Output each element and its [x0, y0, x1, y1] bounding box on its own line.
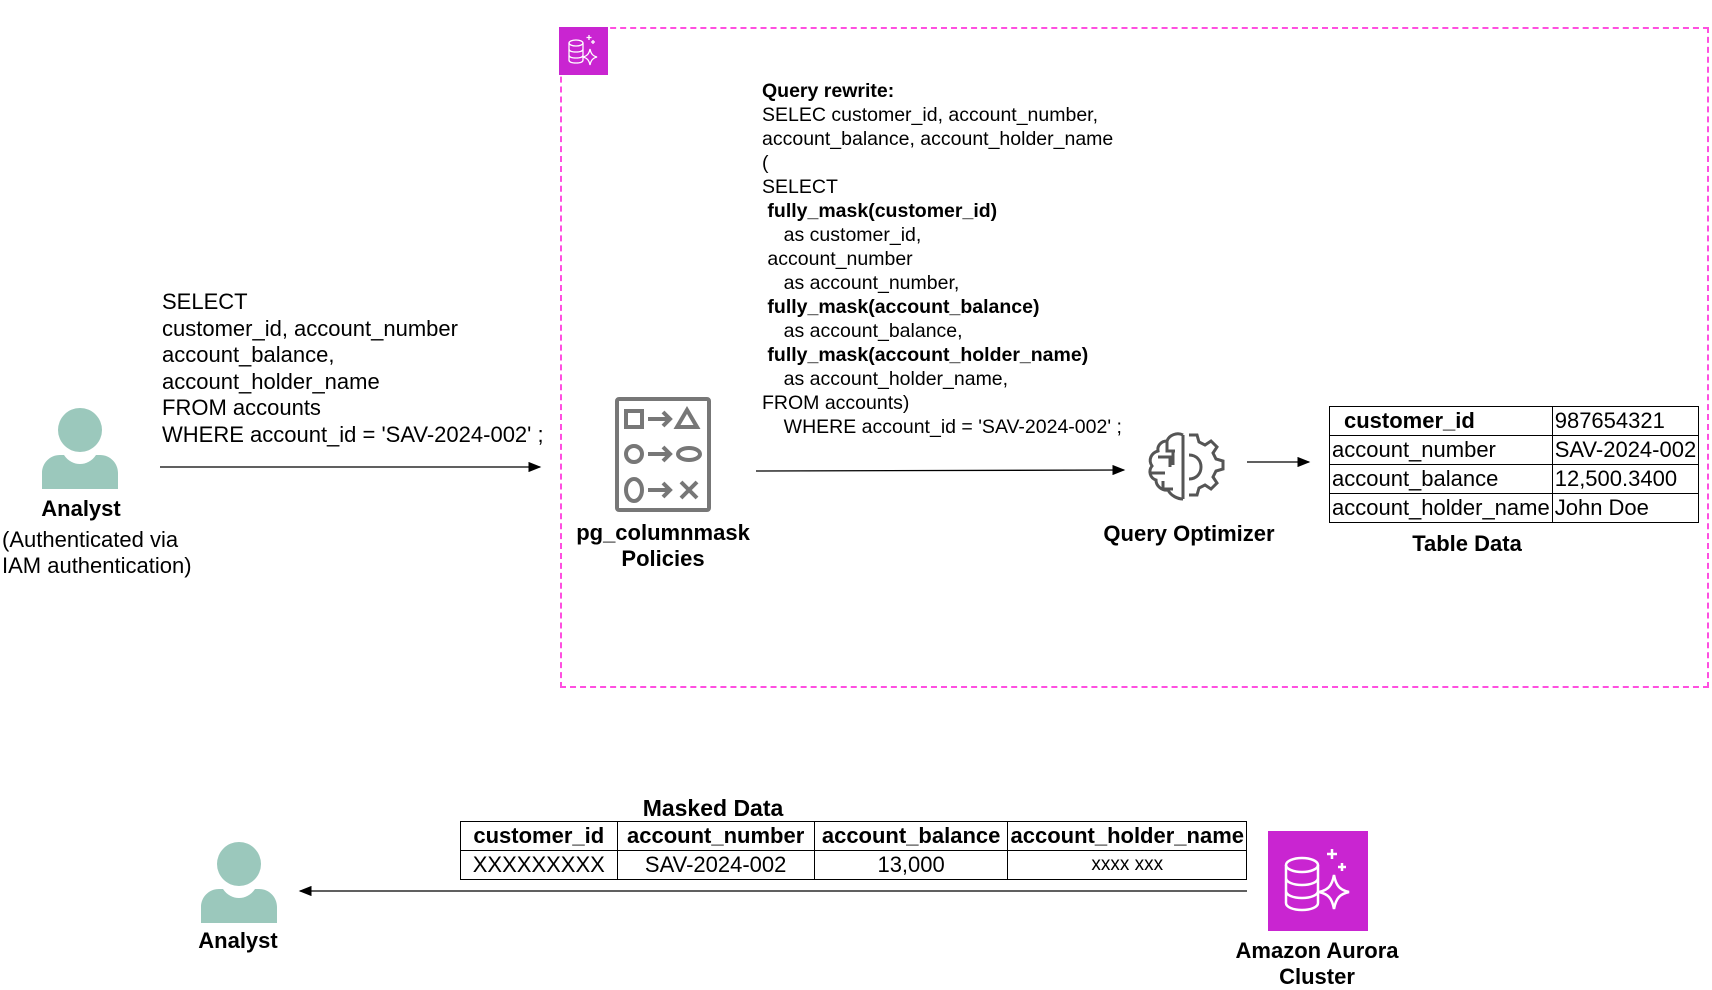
brain-gear-icon [1143, 431, 1229, 503]
query-line: account_balance, [162, 342, 335, 367]
aurora-label-2: Cluster [1279, 964, 1355, 989]
analyst-sublabel-2: IAM authentication) [2, 553, 192, 578]
arrow-policies-to-optimizer [755, 464, 1126, 476]
value-cell: 13,000 [813, 850, 1009, 880]
rewrite-line: as account_number, [762, 272, 960, 294]
rewrite-line: WHERE account_id = 'SAV-2024-002' ; [762, 416, 1122, 438]
rewrite-line: fully_mask(account_holder_name) [762, 344, 1089, 366]
analyst-user-icon [40, 407, 120, 489]
rewrite-line: as account_balance, [762, 320, 963, 342]
rewrite-line: SELECT [762, 176, 838, 198]
policies-label-1: pg_columnmask [576, 520, 750, 545]
aurora-boundary [560, 27, 1709, 688]
field-cell: customer_id [1329, 406, 1553, 436]
value-cell: SAV-2024-002 [616, 850, 815, 880]
rewrite-line: account_balance, account_holder_name [762, 128, 1114, 150]
rewrite-line: as customer_id, [762, 224, 922, 246]
analyst-sublabel-1: (Authenticated via [2, 527, 179, 552]
value-cell: 12,500.3400 [1551, 464, 1700, 494]
query-line: account_holder_name [162, 368, 380, 394]
header-cell: account_holder_name [1007, 821, 1247, 851]
query-rewrite: Query rewrite:SELEC customer_id, account… [762, 79, 1122, 439]
rewrite-line: fully_mask(customer_id) [762, 200, 998, 222]
analyst-user-icon [199, 841, 279, 923]
query-line: FROM accounts [162, 395, 321, 420]
value-cell: 987654321 [1551, 406, 1700, 436]
header-cell: account_number [616, 821, 815, 851]
shape-transform-icon [615, 397, 711, 512]
value-cell: SAV-2024-002 [1551, 435, 1700, 465]
field-cell: account_holder_name [1329, 493, 1553, 523]
rewrite-line: account_number [762, 248, 913, 270]
field-cell: account_balance [1329, 464, 1553, 494]
query-line: SELECT [162, 289, 248, 314]
aurora-database-icon [1268, 831, 1368, 931]
rewrite-line: Query rewrite: [762, 80, 895, 102]
query-line: customer_id, account_number [162, 315, 458, 341]
user-query: SELECT customer_id, account_number accou… [162, 289, 544, 448]
rewrite-line: ( [762, 152, 769, 174]
field-cell: account_number [1329, 435, 1553, 465]
rewrite-line: SELEC customer_id, account_number, [762, 104, 1099, 126]
value-cell: XXXXXXXXX [460, 850, 618, 880]
policies-label-2: Policies [621, 546, 705, 571]
table-row: XXXXXXXXX SAV-2024-002 13,000 xxxx xxx [460, 850, 1247, 880]
table-header-row: customer_id account_number account_balan… [460, 821, 1247, 851]
masked-data-label: Masked Data [642, 795, 784, 821]
rewrite-line: as account_holder_name, [762, 368, 1009, 390]
header-cell: account_balance [813, 821, 1009, 851]
rewrite-line: fully_mask(account_balance) [762, 296, 1040, 318]
rewrite-line: FROM accounts) [762, 392, 910, 414]
analyst-label: Analyst [41, 496, 121, 521]
header-cell: customer_id [460, 821, 618, 851]
optimizer-label: Query Optimizer [1103, 521, 1275, 546]
value-cell: John Doe [1551, 493, 1700, 523]
masked-data-table: customer_id account_number account_balan… [460, 821, 1247, 880]
table-data-label: Table Data [1412, 531, 1522, 556]
analyst-bottom-label: Analyst [198, 928, 278, 953]
value-cell: xxxx xxx [1007, 850, 1247, 880]
aurora-boundary-icon [559, 27, 608, 75]
aurora-label-1: Amazon Aurora [1235, 938, 1399, 963]
query-line: WHERE account_id = 'SAV-2024-002' ; [162, 421, 544, 447]
